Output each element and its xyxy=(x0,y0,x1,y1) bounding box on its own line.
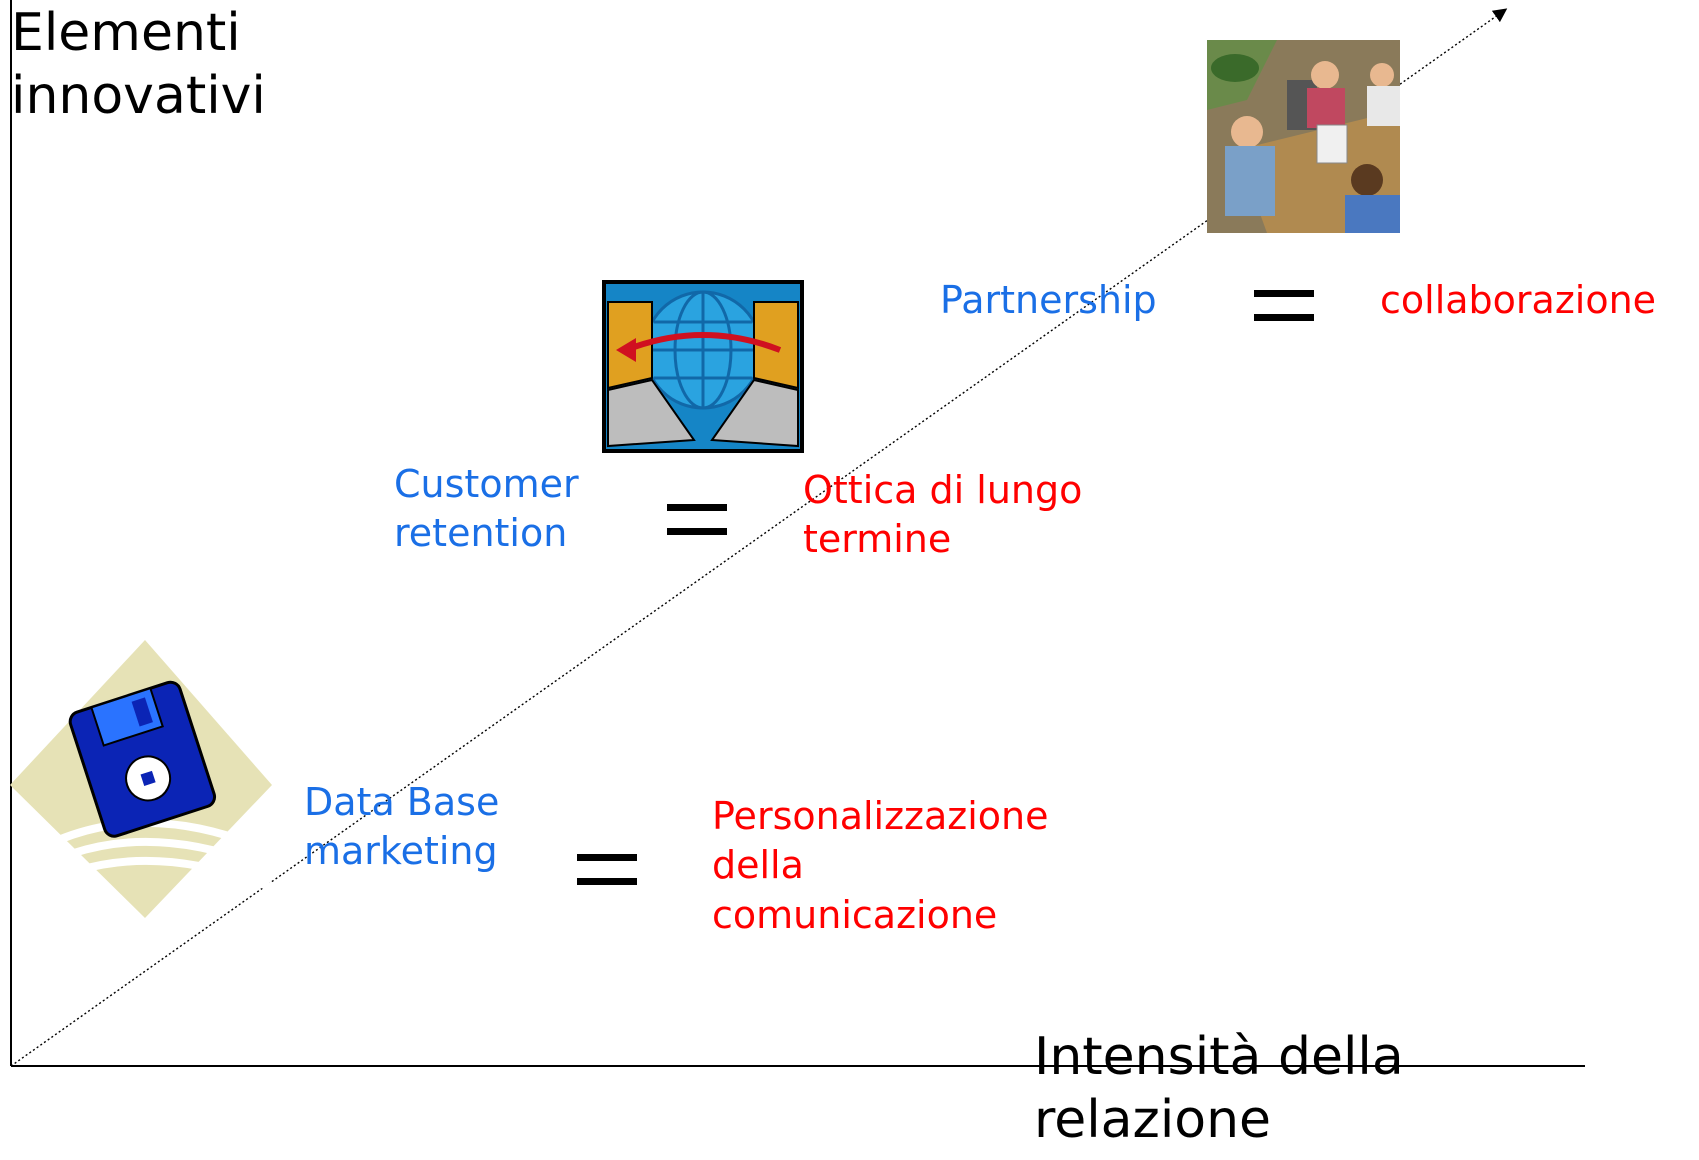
y-axis-label-line1: Elementi xyxy=(11,3,241,63)
trend-arrow xyxy=(10,8,1508,1067)
meaning-line1: Ottica di lungo xyxy=(803,468,1083,512)
step-term-partnership: Partnership xyxy=(940,276,1157,325)
meaning-line3: comunicazione xyxy=(712,892,998,937)
term-line2: retention xyxy=(394,511,568,556)
equals-sign xyxy=(577,848,637,888)
meaning-line1: Personalizzazione xyxy=(712,794,1049,838)
step-meaning-collaborazione: collaborazione xyxy=(1380,276,1656,325)
x-axis-label-line2: relazione xyxy=(1034,1090,1272,1151)
floppy-disk-icon xyxy=(10,640,272,918)
term-line1: Data Base xyxy=(304,780,500,824)
step-meaning-personalizzazione: Personalizzazione della comunicazione xyxy=(712,792,1049,940)
x-axis-label-line1: Intensità della xyxy=(1034,1027,1404,1087)
term-line1: Partnership xyxy=(940,278,1157,322)
equals-sign xyxy=(667,498,727,538)
step-term-customer-retention: Customer retention xyxy=(394,460,579,559)
business-meeting-icon xyxy=(1207,40,1400,233)
network-computers-icon xyxy=(602,280,804,453)
y-axis-label-line2: innovativi xyxy=(11,66,266,127)
meaning-line2: della xyxy=(712,843,804,888)
meaning-line1: collaborazione xyxy=(1380,278,1657,322)
term-line2: marketing xyxy=(304,829,498,874)
meaning-line2: termine xyxy=(803,517,952,562)
y-axis-label: Elementi innovativi xyxy=(11,2,266,129)
step-meaning-ottica-lungo-termine: Ottica di lungo termine xyxy=(803,466,1082,565)
term-line1: Customer xyxy=(394,462,579,506)
x-axis-label: Intensità della relazione xyxy=(1034,1026,1404,1153)
equals-sign xyxy=(1254,284,1314,324)
step-term-database-marketing: Data Base marketing xyxy=(304,778,499,877)
